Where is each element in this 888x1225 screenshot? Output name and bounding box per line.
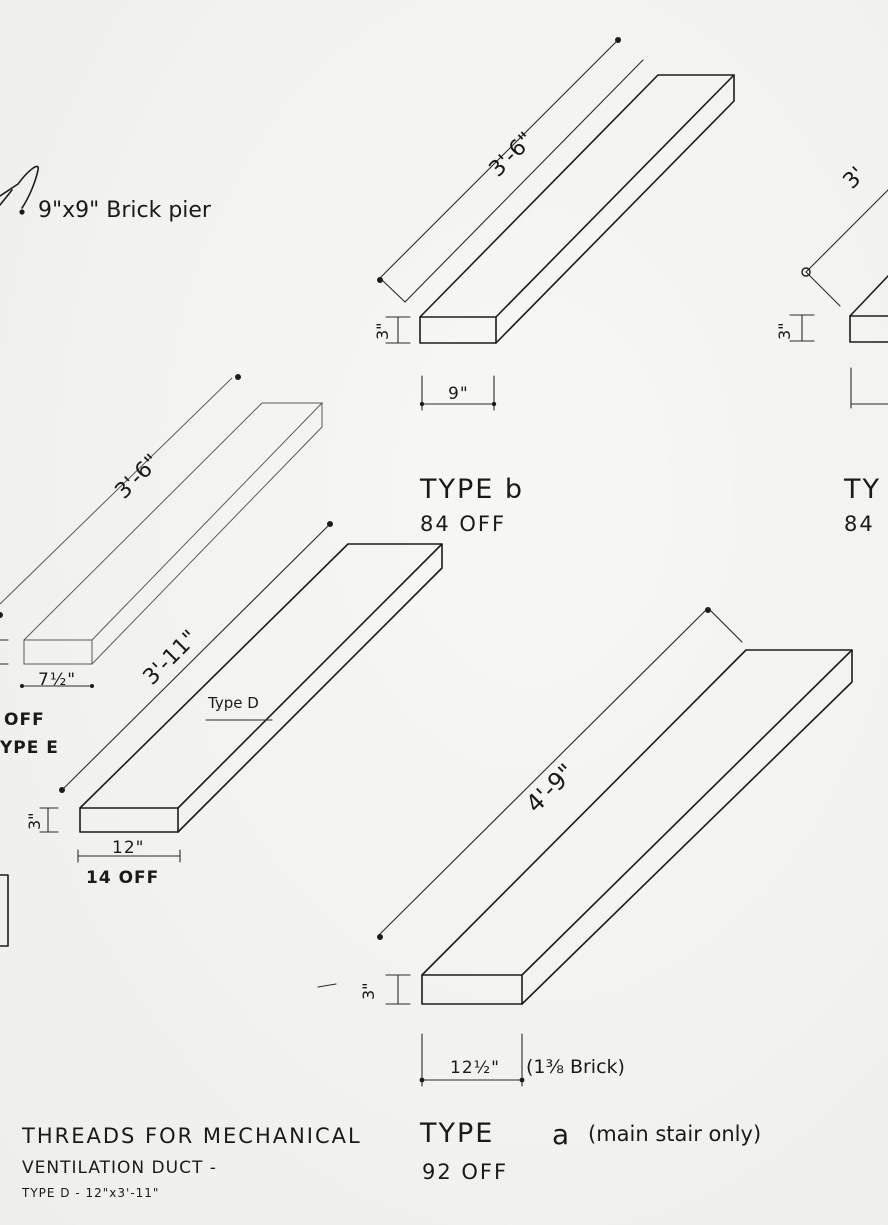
type-a-width-dim: 12½" xyxy=(450,1058,500,1078)
type-b-height-dim: 3" xyxy=(373,322,392,340)
type-c-length-dim: 3' xyxy=(839,162,871,194)
pier-leader xyxy=(0,165,40,215)
type-d-tag: Type D xyxy=(208,694,259,712)
footer-line-2: VENTILATION DUCT - xyxy=(22,1158,217,1178)
type-e-qty: OFF xyxy=(4,710,45,730)
type-a-title: TYPE xyxy=(420,1118,495,1149)
footer-line-1: THREADS FOR MECHANICAL xyxy=(22,1124,362,1148)
type-a-height-dim: 3" xyxy=(359,982,378,1000)
pier-label: 9"x9" Brick pier xyxy=(38,198,211,223)
type-a-slab xyxy=(317,607,853,1087)
type-d-slab xyxy=(39,521,443,863)
type-c-partial-slab xyxy=(789,189,888,409)
type-b-slab xyxy=(377,37,735,411)
type-b-qty: 84 OFF xyxy=(420,512,507,536)
type-a-note: (main stair only) xyxy=(588,1122,762,1146)
type-b-width-dim: 9" xyxy=(448,384,469,404)
type-e-length-dim: 3'-6" xyxy=(111,450,166,505)
left-bracket xyxy=(0,874,9,947)
type-a-letter: a xyxy=(552,1118,570,1151)
type-d-length-dim: 3'-11" xyxy=(139,626,203,690)
footer-line-3: TYPE D - 12"x3'-11" xyxy=(22,1186,160,1200)
type-c-qty: 84 xyxy=(844,512,875,536)
type-b-title: TYPE b xyxy=(420,474,525,505)
type-a-length-dim: 4'-9" xyxy=(520,758,580,818)
type-c-height-dim: 3" xyxy=(775,322,794,340)
type-c-title: TY xyxy=(844,474,881,505)
type-a-qty: 92 OFF xyxy=(422,1160,509,1184)
type-d-width-dim: 12" xyxy=(112,838,145,858)
type-d-height-dim: 3" xyxy=(25,812,44,830)
type-e-title: YPE E xyxy=(0,738,59,758)
type-e-width-dim: 7½" xyxy=(38,670,77,690)
type-e-slab xyxy=(0,374,324,688)
type-d-qty: 14 OFF xyxy=(86,868,160,888)
type-a-width-note: (1⅜ Brick) xyxy=(526,1056,625,1078)
